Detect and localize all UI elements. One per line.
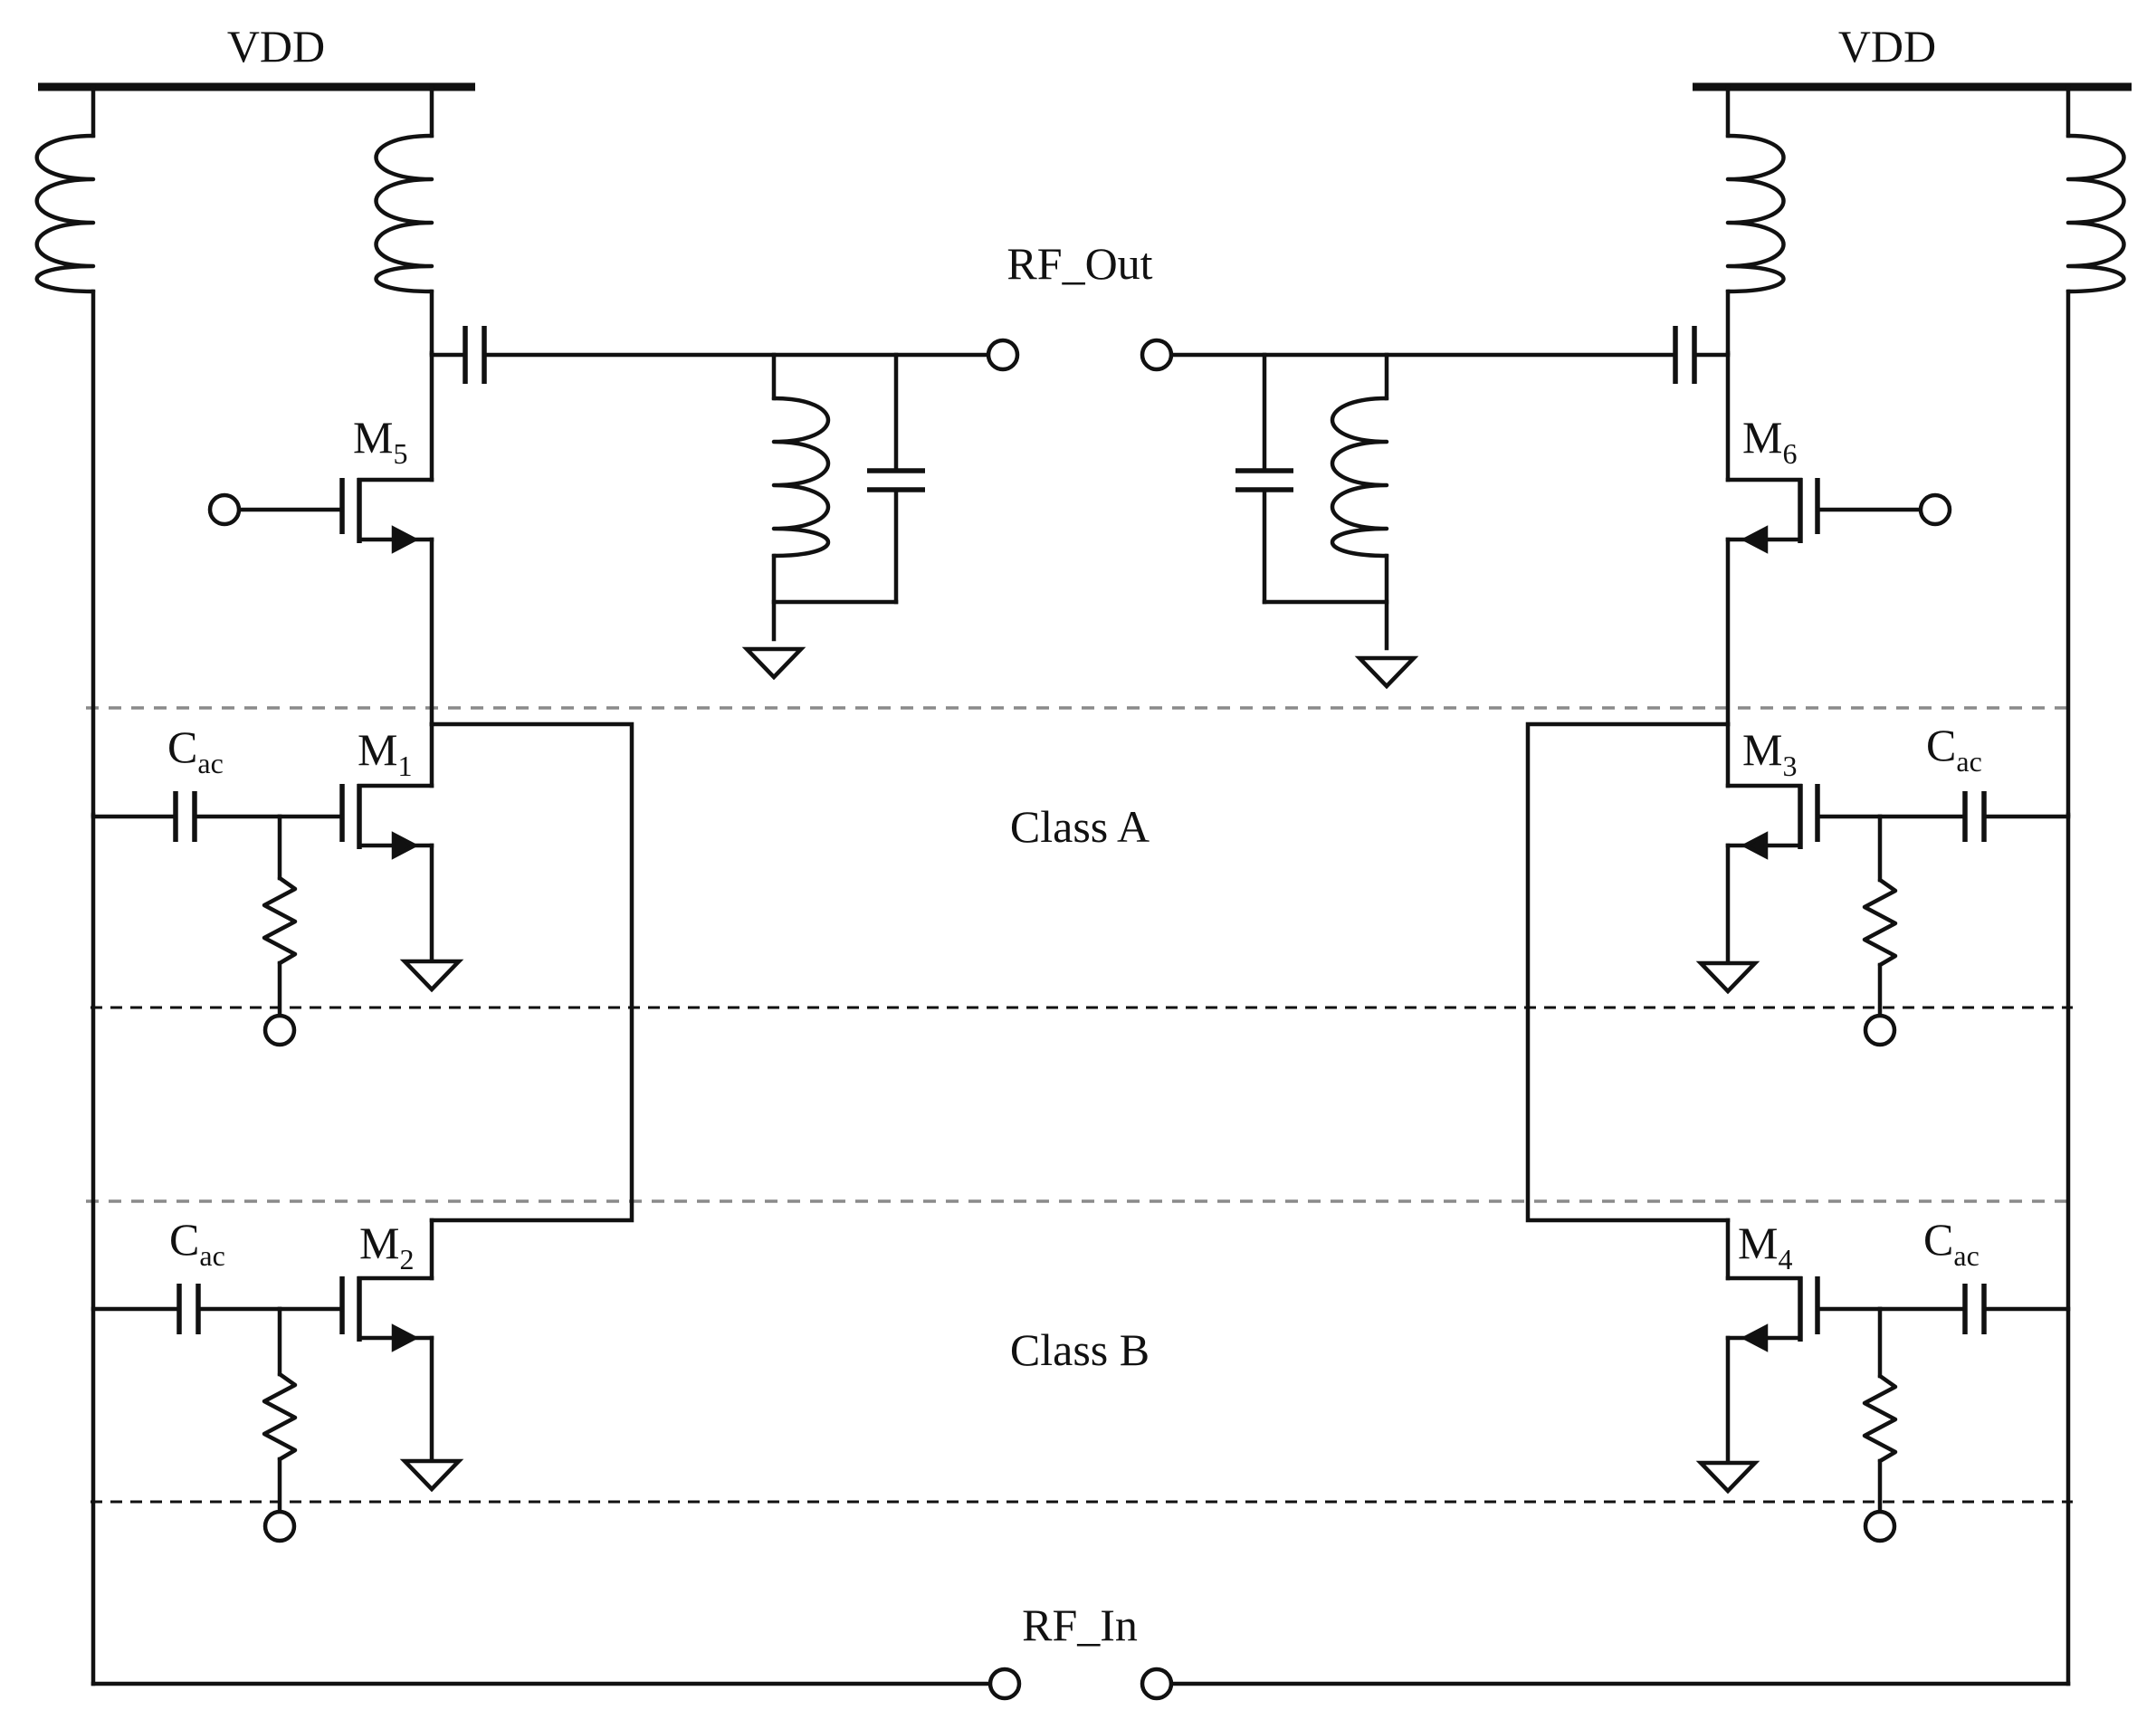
class-b-label: Class B bbox=[1010, 1324, 1150, 1375]
ground-output-right bbox=[1354, 655, 1419, 690]
transistor-m4 bbox=[1695, 1218, 1883, 1495]
class-a-label: Class A bbox=[1010, 801, 1150, 852]
bias-terminal-b-right[interactable] bbox=[1863, 1509, 1897, 1543]
tank-capacitor-right bbox=[1235, 468, 1293, 492]
inductors bbox=[34, 84, 2126, 817]
transistor-m6 bbox=[1725, 350, 1952, 727]
rf-out-terminal-right[interactable] bbox=[1140, 338, 1174, 372]
labels: VDD VDD RF_Out RF_In Class A Class B M5 … bbox=[167, 21, 1982, 1650]
vdd-label-left: VDD bbox=[227, 21, 325, 72]
m1-label: M1 bbox=[358, 724, 412, 782]
transistor-m1 bbox=[277, 721, 464, 993]
ground-output-left bbox=[741, 646, 806, 681]
cac-capacitor-b-left bbox=[176, 1284, 201, 1334]
rf-out-terminal-left[interactable] bbox=[986, 338, 1020, 372]
m6-gate-bias-terminal[interactable] bbox=[1918, 492, 1952, 527]
rf-in-label: RF_In bbox=[1022, 1600, 1138, 1650]
input-bus-left bbox=[91, 791, 992, 1686]
cac-capacitor-a-right bbox=[1962, 791, 1987, 842]
ground-m1 bbox=[399, 959, 464, 993]
m6-label: M6 bbox=[1742, 412, 1797, 470]
inductor-choke-left bbox=[34, 84, 96, 817]
input-bus-right bbox=[1169, 791, 2071, 1686]
cac-label-a-right: Cac bbox=[1926, 720, 1982, 778]
vdd-label-right: VDD bbox=[1838, 21, 1936, 72]
m5-gate-bias-terminal[interactable] bbox=[207, 492, 242, 527]
transistor-m5 bbox=[207, 350, 434, 727]
cac-label-a-left: Cac bbox=[167, 721, 224, 779]
cac-label-b-right: Cac bbox=[1923, 1214, 1980, 1272]
cac-capacitor-b-right bbox=[1962, 1284, 1987, 1334]
cac-capacitor-a-left bbox=[173, 791, 197, 842]
ground-m2 bbox=[399, 1458, 464, 1493]
inductor-output-tank-right bbox=[1330, 396, 1389, 559]
class-region-dividers bbox=[86, 706, 2073, 1504]
inductor-load-m5 bbox=[374, 84, 434, 356]
bias-resistor-b-right bbox=[1862, 1373, 1898, 1464]
cac-label-b-left: Cac bbox=[169, 1214, 225, 1272]
transistor-m2 bbox=[277, 1218, 464, 1493]
m3-label: M3 bbox=[1742, 724, 1797, 782]
m4-label: M4 bbox=[1738, 1218, 1792, 1275]
output-network-right bbox=[1170, 326, 1731, 690]
transistor-m3 bbox=[1695, 721, 1883, 995]
rf-ports bbox=[986, 338, 1174, 1701]
inductor-choke-right bbox=[2065, 84, 2126, 817]
coupling-capacitor-out-right bbox=[1673, 326, 1697, 384]
rf-out-label: RF_Out bbox=[1006, 238, 1152, 289]
bias-terminal-a-right[interactable] bbox=[1863, 1013, 1897, 1047]
m2-label: M2 bbox=[359, 1218, 414, 1275]
inductor-output-tank-left bbox=[771, 396, 831, 559]
bias-terminal-b-left[interactable] bbox=[262, 1509, 297, 1543]
inductor-load-m6 bbox=[1725, 84, 1786, 356]
output-network-left bbox=[429, 326, 989, 681]
ground-m3 bbox=[1695, 960, 1760, 995]
tank-capacitor-left bbox=[867, 468, 925, 492]
ground-m4 bbox=[1695, 1460, 1760, 1495]
m5-label: M5 bbox=[353, 412, 407, 470]
rf-in-terminal-left[interactable] bbox=[987, 1667, 1022, 1701]
drain-interconnect bbox=[429, 721, 1731, 1223]
coupling-capacitor-out-left bbox=[463, 326, 487, 384]
bias-terminal-a-left[interactable] bbox=[262, 1013, 297, 1047]
bias-resistor-a-right bbox=[1862, 877, 1898, 968]
rf-in-terminal-right[interactable] bbox=[1140, 1667, 1174, 1701]
bias-resistor-a-left bbox=[262, 875, 298, 966]
bias-resistor-b-left bbox=[262, 1371, 298, 1462]
